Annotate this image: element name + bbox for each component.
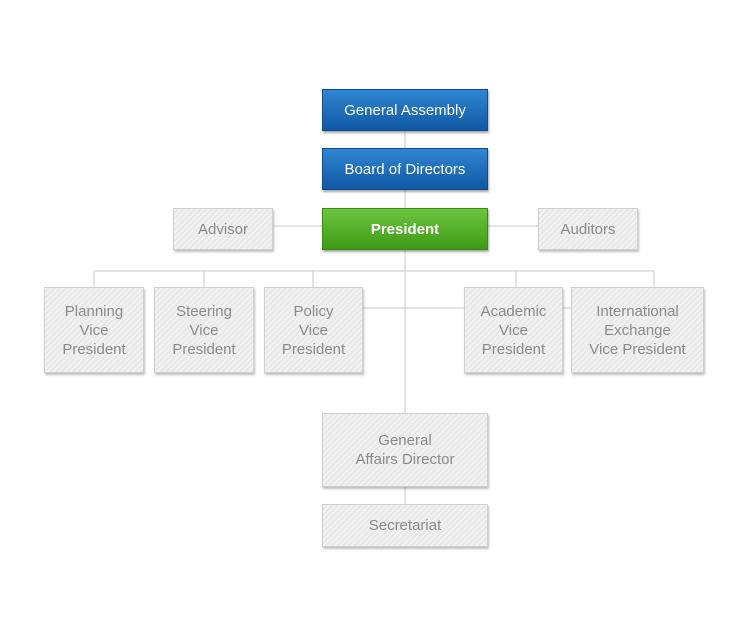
secretariat-label: Secretariat: [368, 517, 442, 534]
steering-vp-node: Steering Vice President: [154, 287, 254, 373]
academic-vp-node: Academic Vice President: [464, 287, 563, 373]
steering-vp-label: Steering Vice President: [172, 302, 236, 358]
advisor-label: Advisor: [197, 220, 249, 238]
general-assembly-node: General Assembly: [322, 89, 488, 131]
planning-vp-label: Planning Vice President: [62, 302, 126, 358]
secretariat-node: Secretariat: [322, 504, 488, 547]
international-vp-node: International Exchange Vice President: [571, 287, 704, 373]
president-label: President: [370, 220, 440, 238]
board-of-directors-label: Board of Directors: [344, 160, 466, 178]
advisor-node: Advisor: [173, 208, 273, 250]
president-node: President: [322, 208, 488, 250]
planning-vp-node: Planning Vice President: [44, 287, 144, 373]
policy-vp-node: Policy Vice President: [264, 287, 363, 373]
general-assembly-label: General Assembly: [344, 101, 466, 119]
policy-vp-label: Policy Vice President: [281, 302, 346, 358]
international-vp-label: International Exchange Vice President: [589, 302, 686, 358]
general-affairs-director-label: General Affairs Director: [355, 432, 455, 468]
auditors-label: Auditors: [560, 220, 616, 238]
academic-vp-label: Academic Vice President: [480, 302, 547, 358]
general-affairs-director-node: General Affairs Director: [322, 413, 488, 487]
board-of-directors-node: Board of Directors: [322, 148, 488, 190]
auditors-node: Auditors: [538, 208, 638, 250]
